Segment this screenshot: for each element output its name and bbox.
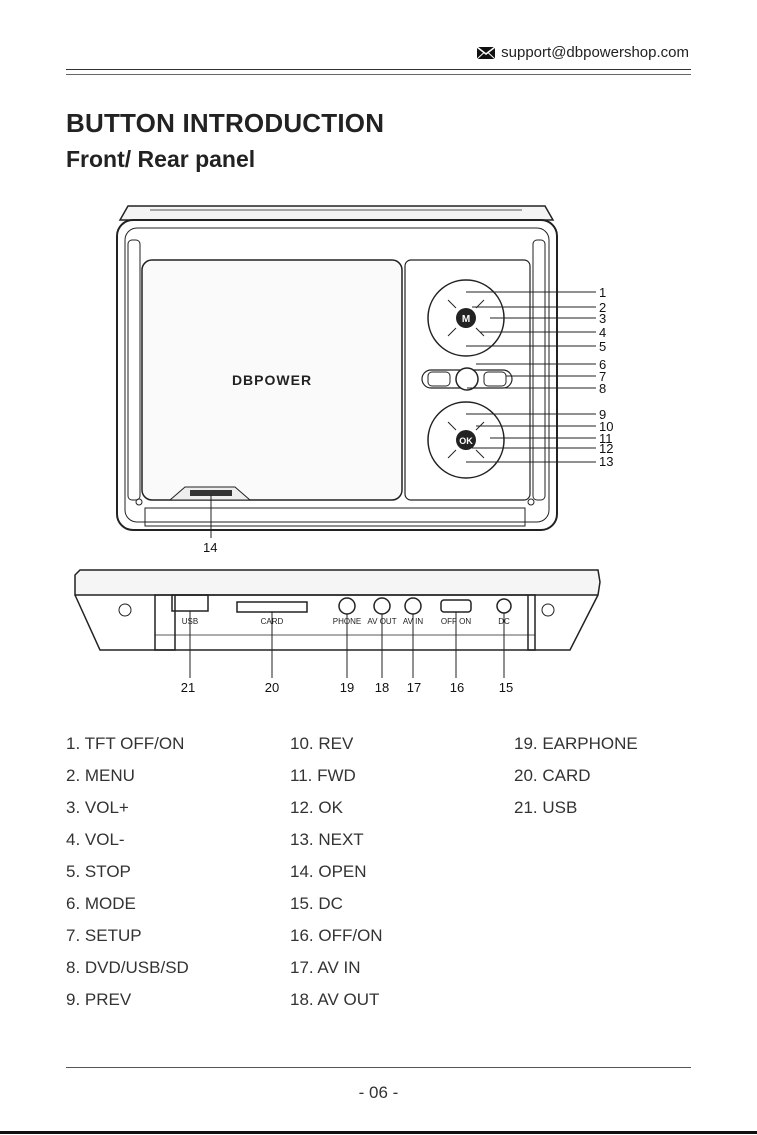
callout-17: 17 <box>407 680 421 695</box>
brand-logo: DBPOWER <box>232 372 312 388</box>
front-callout-numbers: 1 2 3 4 5 6 7 8 9 10 11 12 13 14 <box>203 285 613 555</box>
list-item: 2. MENU <box>66 766 135 785</box>
list-item: 5. STOP <box>66 862 131 881</box>
front-callout-lines <box>210 291 596 538</box>
page-title: BUTTON INTRODUCTION <box>66 108 385 138</box>
callout-4: 4 <box>599 325 606 340</box>
callout-2: 2 <box>599 300 606 315</box>
header-rule-thin <box>66 74 691 75</box>
list-item: 7. SETUP <box>66 926 142 945</box>
rear-port-labels: USB CARD PHONE AV OUT AV IN OFF ON DC <box>182 617 510 626</box>
callout-14: 14 <box>203 540 217 555</box>
callout-13: 13 <box>599 454 613 469</box>
list-item: 21. USB <box>514 798 578 817</box>
callout-12: 12 <box>599 441 613 456</box>
callout-5: 5 <box>599 339 606 354</box>
list-item: 13. NEXT <box>290 830 364 849</box>
ok-label: OK <box>459 436 473 446</box>
envelope-icon <box>477 46 496 59</box>
list-item: 12. OK <box>290 798 343 817</box>
callout-16: 16 <box>450 680 464 695</box>
callout-6: 6 <box>599 357 606 372</box>
player-diagram: M OK DBPOWER 1 2 <box>74 205 613 695</box>
callout-18: 18 <box>375 680 389 695</box>
callout-3: 3 <box>599 311 606 326</box>
list-item: 11. FWD <box>290 766 356 785</box>
list-item: 14. OPEN <box>290 862 367 881</box>
front-view: M OK <box>116 205 558 531</box>
list-item: 16. OFF/ON <box>290 926 383 945</box>
header-email: support@dbpowershop.com <box>477 44 689 61</box>
callout-21: 21 <box>181 680 195 695</box>
list-item: 8. DVD/USB/SD <box>66 958 189 977</box>
header-rule <box>66 69 691 70</box>
rear-view <box>74 569 601 651</box>
list-item: 15. DC <box>290 894 343 913</box>
callout-20: 20 <box>265 680 279 695</box>
list-item: 9. PREV <box>66 990 132 1009</box>
callout-19: 19 <box>340 680 354 695</box>
callout-8: 8 <box>599 381 606 396</box>
list-item: 10. REV <box>290 734 354 753</box>
callout-1: 1 <box>599 285 606 300</box>
callout-15: 15 <box>499 680 513 695</box>
list-item: 17. AV IN <box>290 958 361 977</box>
button-list-col2: 10. REV 11. FWD 12. OK 13. NEXT 14. OPEN… <box>290 728 383 1016</box>
rear-callout-lines <box>189 611 505 678</box>
footer-rule <box>66 1067 691 1068</box>
callout-10: 10 <box>599 419 613 434</box>
list-item: 1. TFT OFF/ON <box>66 734 185 753</box>
list-item: 4. VOL- <box>66 830 125 849</box>
callout-11: 11 <box>599 431 613 446</box>
page-number: - 06 - <box>358 1083 399 1102</box>
support-email-text: support@dbpowershop.com <box>501 44 689 61</box>
page-subtitle: Front/ Rear panel <box>66 146 256 172</box>
menu-label: M <box>462 314 470 325</box>
list-item: 19. EARPHONE <box>514 734 638 753</box>
list-item: 3. VOL+ <box>66 798 129 817</box>
page-bottom-edge <box>0 1131 757 1134</box>
list-item: 20. CARD <box>514 766 591 785</box>
button-list-col3: 19. EARPHONE 20. CARD 21. USB <box>514 728 638 824</box>
list-item: 18. AV OUT <box>290 990 380 1009</box>
button-list-col1: 1. TFT OFF/ON 2. MENU 3. VOL+ 4. VOL- 5.… <box>66 728 189 1016</box>
callout-9: 9 <box>599 407 606 422</box>
list-item: 6. MODE <box>66 894 136 913</box>
rear-callout-numbers: 21 20 19 18 17 16 15 <box>181 680 513 695</box>
callout-7: 7 <box>599 369 606 384</box>
